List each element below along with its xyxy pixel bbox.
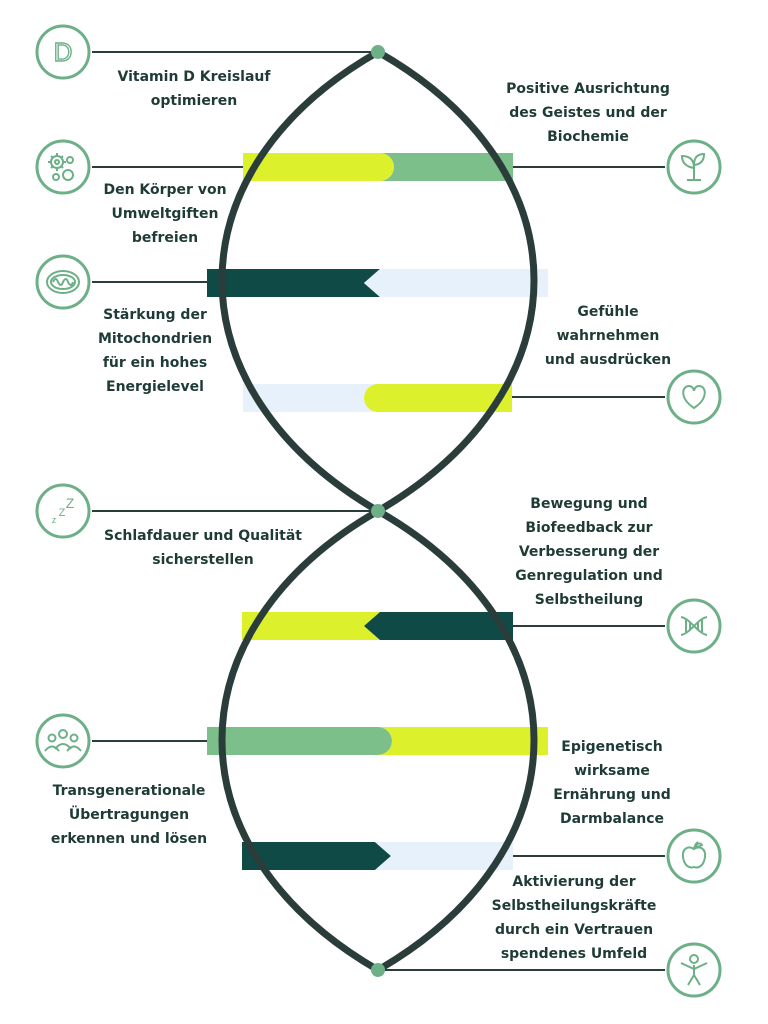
label-transgenerational: Transgenerationale Übertragungen erkenne… — [50, 783, 208, 847]
rung-2-right — [364, 269, 548, 297]
label-bewegung: Bewegung und Biofeedback zur Verbesserun… — [515, 496, 663, 608]
connector-lines — [92, 51, 665, 971]
rung-4-left — [242, 612, 380, 640]
vitamin-d-letter: D — [54, 37, 73, 67]
dna-icon — [665, 597, 723, 655]
helix-node-top — [371, 45, 385, 59]
base-pair-6 — [242, 842, 513, 870]
base-pairs — [207, 153, 548, 870]
label-mitochondrien: Stärkung der Mitochondrien für ein hohes… — [97, 307, 213, 395]
rung-1-left — [243, 153, 394, 181]
label-geist: Positive Ausrichtung des Geistes und der… — [506, 81, 670, 145]
helix-strand-upper-right — [374, 48, 538, 515]
label-ernaehrung: Epigenetisch wirksame Ernährung und Darm… — [553, 739, 671, 827]
base-pair-2 — [207, 269, 548, 297]
helix-strand-upper-left — [218, 48, 382, 515]
mitochondria-icon — [34, 253, 92, 311]
person-icon — [665, 941, 723, 999]
label-schlaf: Schlafdauer und Qualität sicherstellen — [104, 528, 302, 568]
helix-node-middle — [371, 504, 385, 518]
helix-node-bottom — [371, 963, 385, 977]
sleep-icon: Z Z z — [34, 482, 92, 540]
base-pair-3 — [243, 384, 512, 412]
group-icon — [34, 712, 92, 770]
base-pair-5 — [207, 727, 548, 755]
apple-icon — [665, 827, 723, 885]
label-umfeld: Aktivierung der Selbstheilungskräfte dur… — [491, 874, 657, 962]
rung-2-left — [207, 269, 380, 297]
rung-6-left — [242, 842, 391, 870]
helix-strand-lower-right — [374, 507, 538, 974]
rung-1-right — [380, 153, 513, 181]
helix-strands — [218, 48, 538, 974]
gears-icon — [34, 138, 92, 196]
label-vitamin-d: Vitamin D Kreislauf optimieren — [117, 69, 271, 109]
rung-3-left — [243, 384, 378, 412]
rung-5-right — [378, 727, 548, 755]
vitamin-d-icon: D — [34, 23, 92, 81]
plant-icon — [665, 138, 723, 196]
sleep-letter-3: z — [52, 515, 57, 525]
base-pair-1 — [243, 153, 513, 181]
heart-icon — [665, 368, 723, 426]
sleep-letter-1: Z — [66, 495, 75, 511]
rung-3-right — [364, 384, 512, 412]
rung-4-right — [364, 612, 513, 640]
rung-6-right — [375, 842, 513, 870]
sleep-letter-2: Z — [59, 507, 66, 519]
base-pair-4 — [242, 612, 513, 640]
label-gefuehle: Gefühle wahrnehmen und ausdrücken — [544, 304, 672, 368]
helix-strand-lower-left — [218, 507, 382, 974]
label-umweltgifte: Den Körper von Umweltgiften befreien — [103, 182, 227, 246]
rung-5-left — [207, 727, 392, 755]
